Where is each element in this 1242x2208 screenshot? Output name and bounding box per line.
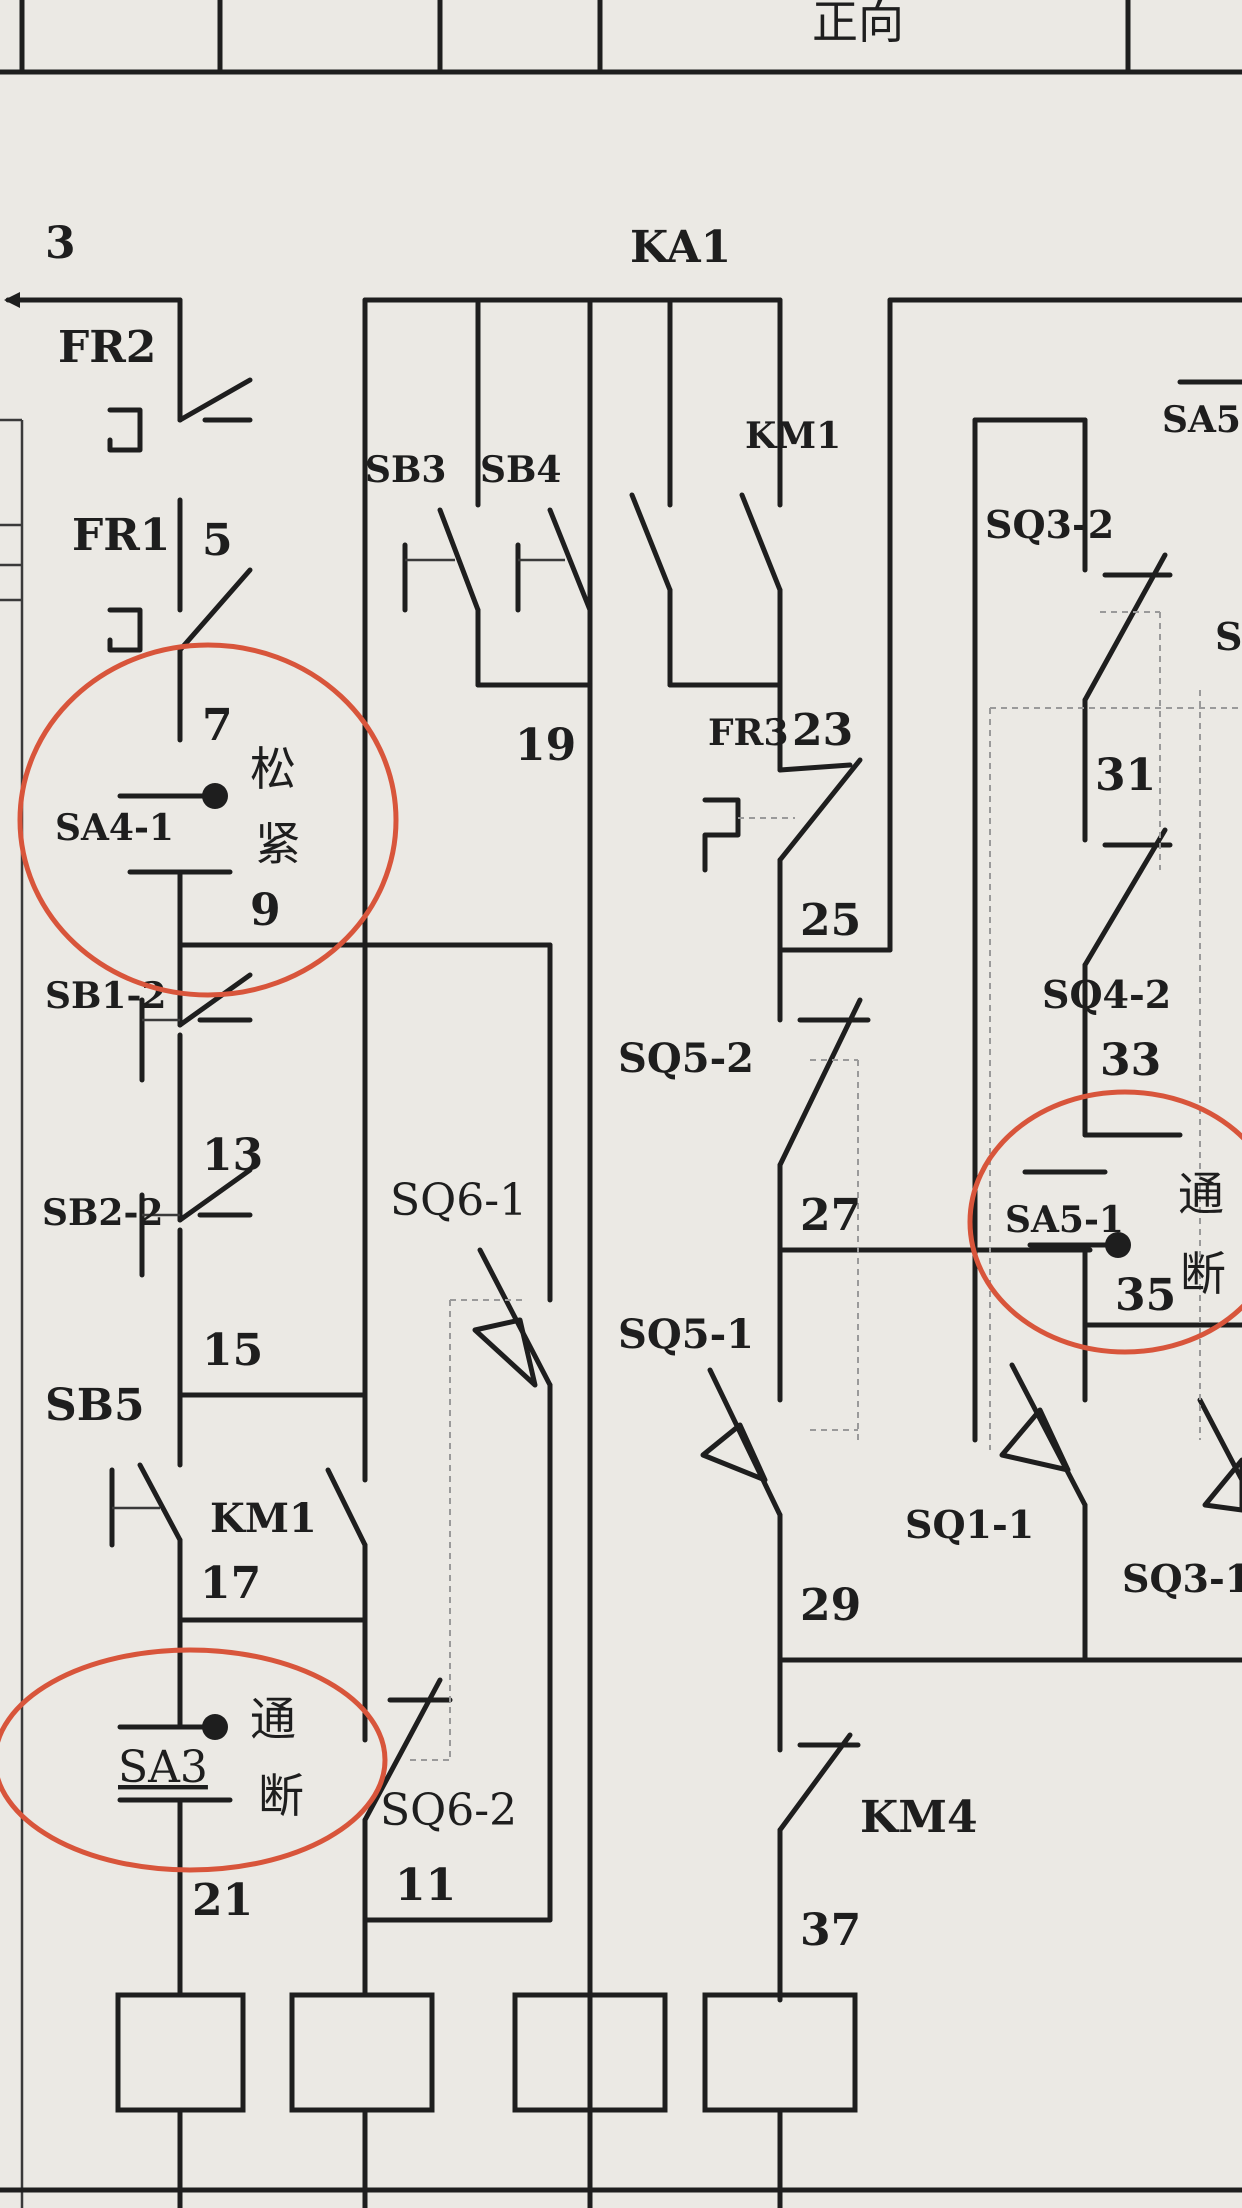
label-sa4-tight: 紧 [255,817,301,871]
node-11: 11 [395,1860,456,1911]
coil-2 [289,1992,435,2113]
node-19: 19 [515,720,576,771]
label-ka1: KA1 [630,222,731,273]
label-sa3-on: 通 [250,1692,296,1746]
label-sb1-2: SB1-2 [45,975,166,1017]
label-km1-top: KM1 [745,415,841,457]
highlight-sa3 [0,1647,388,1873]
highlight-sa5-1 [967,1089,1242,1355]
label-sq6-1: SQ6-1 [390,1175,527,1226]
label-sa4-1: SA4-1 [55,807,174,849]
label-s-cut: S [1215,614,1242,659]
label-sa3: SA3 [118,1742,208,1793]
node-29: 29 [800,1580,861,1631]
km1-branch [325,297,553,1998]
left-rail [0,292,183,2208]
highlight-annotations [0,642,1242,1873]
right-branch [972,379,1242,1663]
label-sq5-1: SQ5-1 [618,1311,754,1358]
node-17: 17 [200,1558,261,1609]
label-sa5-on: 通 [1178,1167,1224,1221]
node-9: 9 [250,885,281,936]
highlight-sa4-1 [17,642,399,998]
main-branch [107,377,553,1998]
node-5: 5 [202,515,233,566]
label-sa5-off: 断 [1180,1247,1226,1301]
node-33: 33 [1100,1035,1161,1086]
node-numbers: 3 5 7 9 11 13 15 17 19 21 23 25 27 29 31… [45,218,1176,1956]
node-15: 15 [202,1325,263,1376]
switch-state-labels: 松 紧 通 断 通 断 [250,742,1226,1823]
label-sb5: SB5 [45,1380,145,1431]
header-table: 正向 [0,0,1242,75]
label-fr2: FR2 [58,322,156,373]
label-sq3-1: SQ3-1 [1122,1556,1242,1601]
coils-row [0,1992,1242,2208]
coil-4 [702,1992,858,2113]
node-37: 37 [800,1905,861,1956]
coil-3 [512,1992,668,2113]
label-sq1-1: SQ1-1 [905,1502,1034,1547]
node-25: 25 [800,895,861,946]
label-sb3: SB3 [365,449,446,491]
label-km1-mid: KM1 [210,1495,317,1542]
node-27: 27 [800,1190,861,1241]
node-21: 21 [192,1875,253,1926]
ka1-bus [362,297,783,2208]
label-sb4: SB4 [480,449,561,491]
node-3: 3 [45,218,76,269]
label-fr1: FR1 [72,510,170,561]
label-sq4-2: SQ4-2 [1042,972,1171,1017]
node-7: 7 [202,700,233,751]
label-sq3-2: SQ3-2 [985,502,1114,547]
header-label: 正向 [812,0,904,49]
node-35: 35 [1115,1270,1176,1321]
coil-1 [115,1992,246,2113]
label-sa4-loose: 松 [250,742,296,796]
label-sq6-2: SQ6-2 [380,1785,517,1836]
node-31: 31 [1095,750,1156,801]
label-sq5-2: SQ5-2 [618,1035,754,1082]
label-sb2-2: SB2-2 [42,1192,163,1234]
label-km4: KM4 [860,1792,978,1843]
fr3-branch [700,297,1242,2003]
label-sa5-top: SA5 [1162,399,1241,441]
node-13: 13 [202,1130,263,1181]
label-sa3-off: 断 [258,1769,304,1823]
label-sa5-1: SA5-1 [1005,1199,1124,1241]
component-labels: KA1 FR2 FR1 FR3 SB3 SB4 KM1 SA5 SQ3-2 S … [42,222,1242,1843]
node-23: 23 [792,705,853,756]
label-fr3: FR3 [708,712,789,754]
